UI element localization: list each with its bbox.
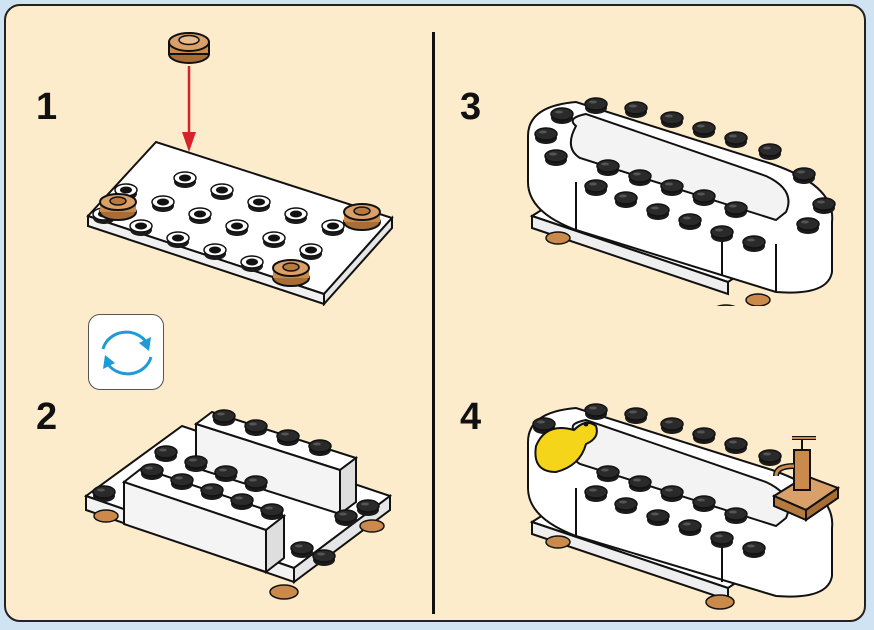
stud <box>155 446 177 462</box>
stud <box>661 112 683 128</box>
stud <box>226 220 248 236</box>
stud <box>313 550 335 566</box>
stud <box>585 98 607 114</box>
stud <box>743 236 765 252</box>
stud <box>597 160 619 176</box>
stud <box>693 428 715 444</box>
stud <box>201 484 223 500</box>
stud <box>551 108 573 124</box>
stud <box>215 466 237 482</box>
stud <box>793 168 815 184</box>
stud <box>335 510 357 526</box>
falling-tan-stud <box>169 33 209 63</box>
stud <box>93 486 115 502</box>
stud <box>647 510 669 526</box>
stud <box>189 208 211 224</box>
stud <box>277 430 299 446</box>
stud <box>797 218 819 234</box>
step-1-illustration <box>6 6 426 306</box>
stud <box>661 180 683 196</box>
stud <box>204 244 226 260</box>
stud <box>171 474 193 490</box>
step-4-illustration <box>436 326 866 622</box>
stud <box>141 464 163 480</box>
stud <box>245 420 267 436</box>
stud <box>185 456 207 472</box>
stud <box>535 128 557 144</box>
stud <box>545 150 567 166</box>
stud <box>309 440 331 456</box>
stud <box>679 214 701 230</box>
stud <box>711 226 733 242</box>
stud <box>711 532 733 548</box>
stud <box>167 232 189 248</box>
step-2-illustration <box>6 326 426 622</box>
stud <box>285 208 307 224</box>
stud <box>693 496 715 512</box>
stud <box>248 196 270 212</box>
down-arrow-icon <box>182 66 196 152</box>
stud <box>647 204 669 220</box>
stud <box>300 244 322 260</box>
stud <box>759 450 781 466</box>
stud <box>693 190 715 206</box>
stud <box>725 202 747 218</box>
stud <box>679 520 701 536</box>
stud <box>725 508 747 524</box>
stud <box>291 542 313 558</box>
stud <box>725 438 747 454</box>
stud <box>759 144 781 160</box>
stud <box>152 196 174 212</box>
stud <box>231 494 253 510</box>
stud <box>585 486 607 502</box>
stud <box>661 486 683 502</box>
panel-divider <box>432 32 435 614</box>
stud <box>174 172 196 188</box>
stud <box>322 220 344 236</box>
instruction-panel: 1 2 3 4 <box>4 4 866 622</box>
stud <box>661 418 683 434</box>
stud <box>263 232 285 248</box>
step-3-illustration <box>436 6 856 306</box>
stud <box>725 132 747 148</box>
stud <box>813 198 835 214</box>
stud <box>241 256 263 272</box>
stud <box>245 476 267 492</box>
stud <box>629 476 651 492</box>
stud <box>211 184 233 200</box>
stud <box>585 180 607 196</box>
stud <box>693 122 715 138</box>
stud <box>629 170 651 186</box>
stud <box>625 408 647 424</box>
stud <box>130 220 152 236</box>
stud <box>585 404 607 420</box>
stud <box>615 498 637 514</box>
stud <box>213 410 235 426</box>
stud <box>615 192 637 208</box>
stud <box>261 504 283 520</box>
stud <box>357 500 379 516</box>
stud <box>597 466 619 482</box>
stud <box>743 542 765 558</box>
stud <box>625 102 647 118</box>
